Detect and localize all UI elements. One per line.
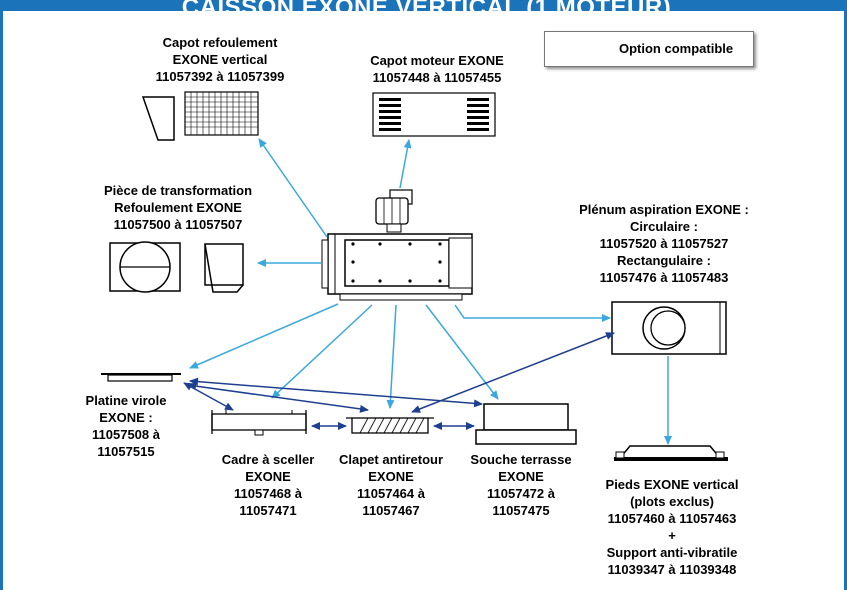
label-platine-virole: Platine virole EXONE : 11057508 à 110575… [85, 393, 167, 459]
clapet-antiretour-drawing [346, 417, 434, 434]
arrow-to-capot-refoulement [258, 138, 328, 238]
label-cadre-sceller: Cadre à sceller EXONE 11057468 à 1105747… [221, 452, 315, 518]
compat-platine-clapet [187, 382, 369, 413]
piece-transformation-drawing [109, 241, 244, 293]
arrow-to-clapet [386, 304, 397, 409]
label-capot-moteur: Capot moteur EXONE 11057448 à 11057455 [370, 53, 504, 85]
legend-label: Option compatible [619, 41, 734, 56]
label-clapet-antiretour: Clapet antiretour EXONE 11057464 à 11057… [338, 452, 444, 518]
capot-refoulement-drawing [141, 91, 259, 141]
cadre-sceller-drawing [211, 410, 307, 436]
arrow-to-souche [425, 304, 499, 400]
capot-moteur-drawing [372, 92, 496, 137]
arrow-to-capot-moteur [399, 139, 412, 189]
legend-box: Option compatible [544, 31, 754, 67]
arrow-to-cadre-sceller [271, 304, 373, 399]
label-pieds-exone: Pieds EXONE vertical (plots exclus) 1105… [605, 477, 739, 577]
label-capot-refoulement: Capot refoulement EXONE vertical 1105739… [155, 35, 285, 84]
platine-virole-drawing [101, 373, 181, 382]
diagram-title: CAISSON EXONE VERTICAL (1 MOTEUR) [181, 0, 672, 21]
arrow-to-plenum [454, 304, 611, 322]
label-plenum-aspiration: Plénum aspiration EXONE : Circulaire : 1… [579, 202, 749, 285]
compat-clapet-plenum [411, 332, 615, 413]
souche-terrasse-drawing [475, 403, 577, 445]
plenum-aspiration-drawing [611, 301, 727, 355]
pieds-exone-drawing [614, 445, 728, 461]
compat-platine-souche [189, 377, 483, 408]
caisson-exone-drawing [321, 189, 473, 301]
compat-platine-cadre [183, 382, 234, 411]
label-souche-terrasse: Souche terrasse EXONE 11057472 à 1105747… [470, 452, 572, 518]
label-piece-transformation: Pièce de transformation Refoulement EXON… [103, 183, 253, 232]
arrow-to-platine-virole [189, 303, 339, 369]
